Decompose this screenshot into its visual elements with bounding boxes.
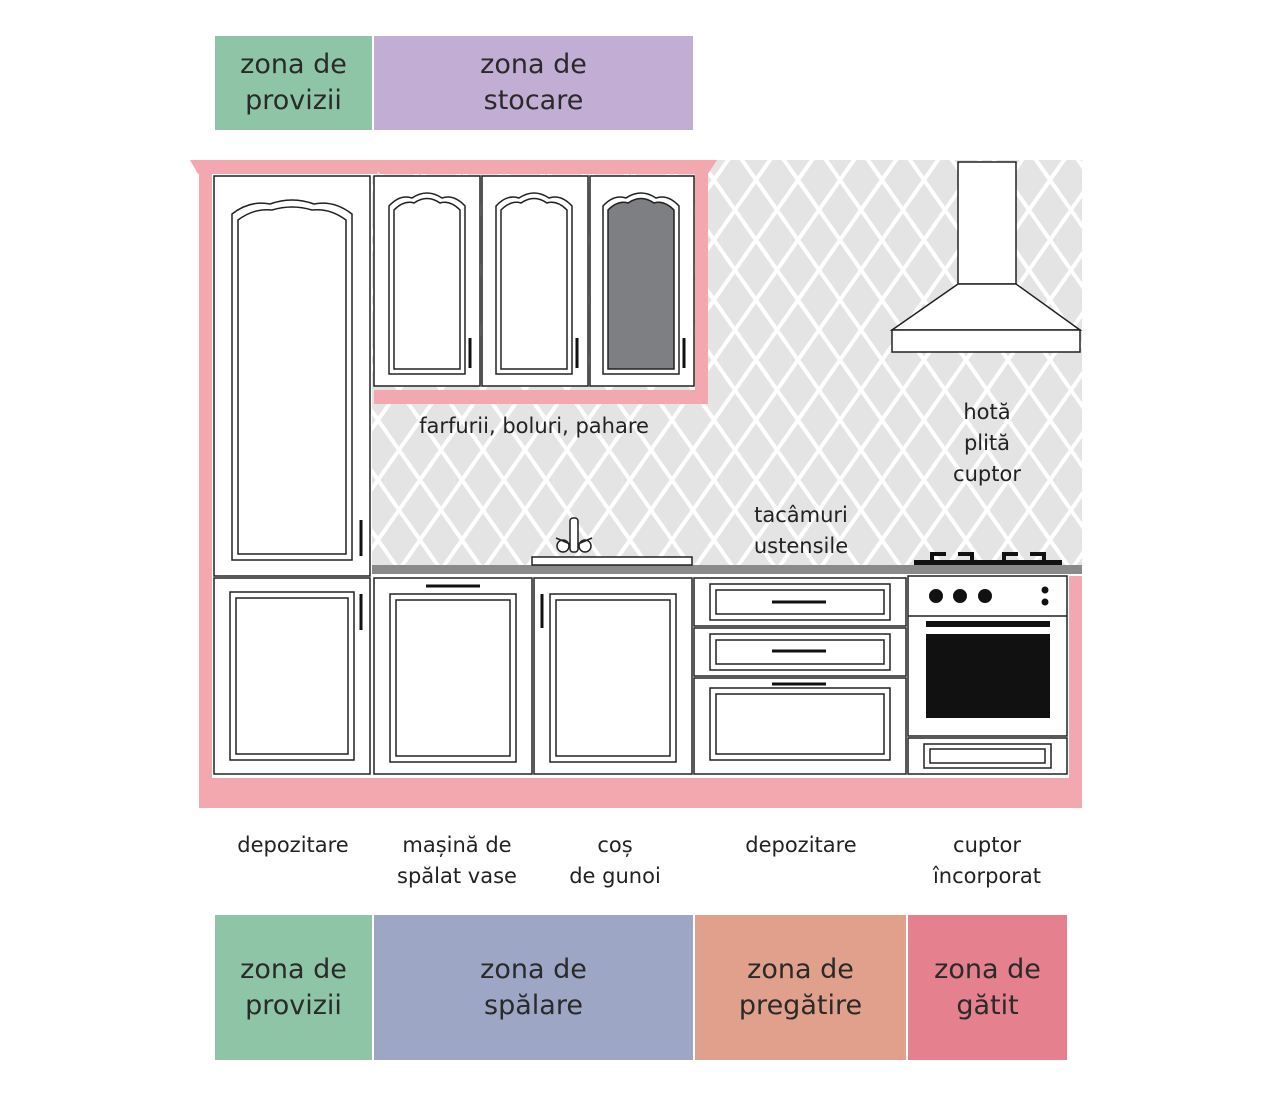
- label-cooking: hotă plită cuptor: [953, 400, 1021, 486]
- zone-stocare-top: zona de stocare: [374, 36, 693, 130]
- zone-spalare: zona de spălare: [374, 915, 693, 1060]
- label-trash: coș de gunoi: [569, 833, 661, 888]
- upper-cabinets: [373, 175, 695, 387]
- label-oven: cuptor încorporat: [932, 833, 1042, 888]
- pink-frame: [190, 160, 1082, 808]
- glass-door-panel: [607, 197, 675, 370]
- zone-pregatire: zona de pregătire: [695, 915, 906, 1060]
- zone-provizii-top-label: zona de provizii: [240, 49, 347, 116]
- zone-provizii-top: zona de provizii: [215, 36, 372, 130]
- range-hood-icon: [889, 161, 1083, 353]
- label-depozitare-1: depozitare: [237, 833, 349, 857]
- zone-gatit: zona de gătit: [908, 915, 1067, 1060]
- zone-stocare-top-label: zona de stocare: [480, 49, 587, 116]
- faucet-icon: [531, 517, 693, 566]
- label-dishwasher: mașină de spălat vase: [397, 833, 517, 888]
- base-cabinets: [373, 577, 907, 775]
- zone-provizii-bottom: zona de provizii: [215, 915, 372, 1060]
- upper-handles: [468, 338, 686, 368]
- zone-pregatire-label: zona de pregătire: [738, 953, 863, 1021]
- stove-burners-icon: [914, 552, 1062, 565]
- zone-provizii-bottom-label: zona de provizii: [240, 953, 347, 1021]
- zone-gatit-label: zona de gătit: [934, 953, 1041, 1021]
- oven-icon: [907, 575, 1068, 775]
- base-handles: [426, 584, 826, 686]
- zone-spalare-label: zona de spălare: [480, 953, 587, 1021]
- tall-pantry-cabinet: [213, 175, 371, 775]
- label-upper-cabinets: farfurii, boluri, pahare: [419, 414, 649, 438]
- label-depozitare-2: depozitare: [745, 833, 857, 857]
- countertop: [372, 565, 1082, 574]
- label-drawers-upper: tacâmuri ustensile: [753, 503, 849, 558]
